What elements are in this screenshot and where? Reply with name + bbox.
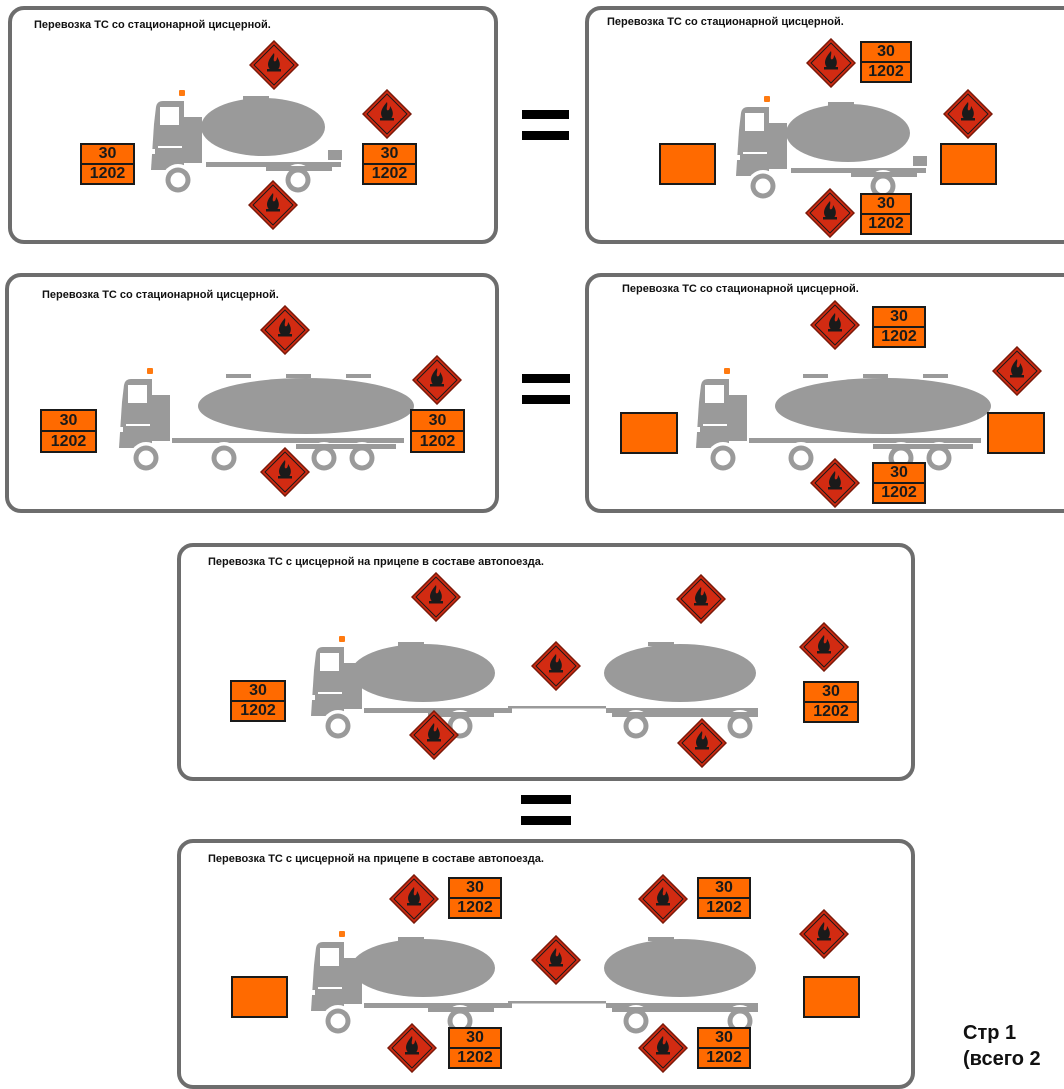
- hazard-diamond-icon: [412, 355, 462, 405]
- un-number: 1202: [82, 163, 133, 183]
- orange-plate: 30 1202: [448, 877, 502, 919]
- hazard-id-number: 30: [890, 464, 908, 481]
- hazard-diamond-icon: [992, 346, 1042, 396]
- hazard-id-number: 30: [715, 879, 733, 896]
- orange-plate: 30 1202: [872, 462, 926, 504]
- un-number: 1202: [42, 430, 95, 451]
- road-train-image: [308, 931, 758, 1037]
- hazard-id-number: 30: [98, 145, 117, 162]
- panel-title: Перевозка ТС с цисцерной на прицепе в со…: [208, 853, 544, 865]
- hazard-id-number: 30: [466, 879, 484, 896]
- hazard-diamond-icon: [806, 38, 856, 88]
- orange-plate-front: 30 1202: [230, 680, 286, 722]
- equals-icon: [522, 374, 570, 416]
- hazard-diamond-icon: [260, 305, 310, 355]
- hazard-diamond-icon: [676, 574, 726, 624]
- hazard-diamond-icon: [362, 89, 412, 139]
- hazard-id-number: 30: [59, 411, 78, 429]
- panel-title: Перевозка ТС со стационарной цисцерной.: [622, 283, 859, 295]
- hazard-id-number: 30: [715, 1029, 733, 1046]
- blank-orange-plate: [231, 976, 288, 1018]
- un-number: 1202: [450, 897, 500, 917]
- un-number: 1202: [699, 1047, 749, 1067]
- equals-icon: [522, 110, 569, 152]
- orange-plate-front: 30 1202: [80, 143, 135, 185]
- hazard-id-number: 30: [822, 683, 840, 700]
- hazard-id-number: 30: [466, 1029, 484, 1046]
- un-number: 1202: [862, 61, 910, 81]
- hazard-diamond-icon: [389, 874, 439, 924]
- hazard-diamond-icon: [805, 188, 855, 238]
- hazard-diamond-icon: [387, 1023, 437, 1073]
- un-number: 1202: [874, 482, 924, 502]
- tank-truck-image: [733, 96, 927, 202]
- orange-plate: 30 1202: [872, 306, 926, 348]
- equals-icon: [521, 795, 571, 837]
- blank-orange-plate: [987, 412, 1045, 454]
- orange-plate: 30 1202: [448, 1027, 502, 1069]
- hazard-id-number: 30: [380, 145, 399, 162]
- hazard-diamond-icon: [677, 718, 727, 768]
- orange-plate: 30 1202: [697, 877, 751, 919]
- orange-plate-rear: 30 1202: [803, 681, 859, 723]
- un-number: 1202: [874, 326, 924, 346]
- hazard-diamond-icon: [638, 874, 688, 924]
- orange-plate-rear: 30 1202: [410, 409, 465, 453]
- blank-orange-plate: [803, 976, 860, 1018]
- blank-orange-plate: [659, 143, 716, 185]
- blank-orange-plate: [620, 412, 678, 454]
- page-number-label: Стр 1: [963, 1022, 1017, 1044]
- hazard-id-number: 30: [249, 682, 267, 699]
- orange-plate: 30 1202: [697, 1027, 751, 1069]
- orange-plate: 30 1202: [860, 193, 912, 235]
- hazard-id-number: 30: [877, 195, 895, 212]
- blank-orange-plate: [940, 143, 997, 185]
- panel-title: Перевозка ТС со стационарной цисцерной.: [34, 19, 271, 31]
- un-number: 1202: [450, 1047, 500, 1067]
- hazard-diamond-icon: [943, 89, 993, 139]
- tank-truck-long-image: [693, 368, 991, 474]
- un-number: 1202: [805, 701, 857, 721]
- page-total-label: (всего 2: [963, 1048, 1041, 1070]
- tank-truck-image: [148, 90, 342, 196]
- hazard-diamond-icon: [638, 1023, 688, 1073]
- hazard-diamond-icon: [411, 572, 461, 622]
- panel-title: Перевозка ТС с цисцерной на прицепе в со…: [208, 556, 544, 568]
- road-train-image: [308, 636, 758, 742]
- orange-plate: 30 1202: [860, 41, 912, 83]
- hazard-id-number: 30: [890, 308, 908, 325]
- un-number: 1202: [232, 700, 284, 720]
- un-number: 1202: [862, 213, 910, 233]
- hazard-diamond-icon: [810, 458, 860, 508]
- hazard-id-number: 30: [428, 411, 447, 429]
- un-number: 1202: [364, 163, 415, 183]
- hazard-diamond-icon: [249, 40, 299, 90]
- hazard-diamond-icon: [260, 447, 310, 497]
- un-number: 1202: [412, 430, 463, 451]
- hazard-diamond-icon: [409, 710, 459, 760]
- hazard-diamond-icon: [810, 300, 860, 350]
- panel-title: Перевозка ТС со стационарной цисцерной.: [42, 289, 279, 301]
- panel-title: Перевозка ТС со стационарной цисцерной.: [607, 16, 844, 28]
- orange-plate-front: 30 1202: [40, 409, 97, 453]
- orange-plate-rear: 30 1202: [362, 143, 417, 185]
- un-number: 1202: [699, 897, 749, 917]
- hazard-id-number: 30: [877, 43, 895, 60]
